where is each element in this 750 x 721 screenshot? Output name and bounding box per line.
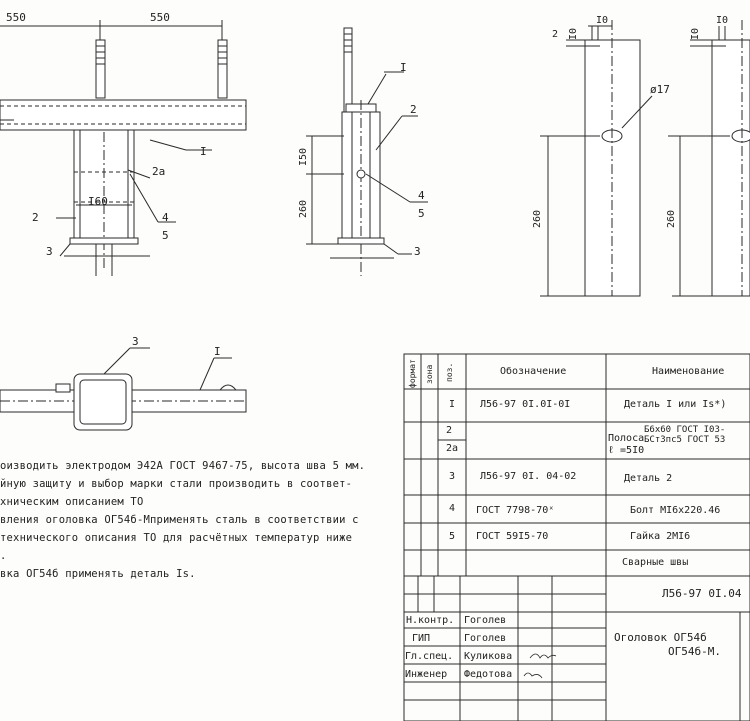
plan-view <box>0 347 247 431</box>
side-callout-5: 5 <box>418 207 425 220</box>
dim-550-right: 550 <box>150 11 170 24</box>
header-pos: поз. <box>445 362 454 382</box>
title-line-1: Оголовок ОГ54б <box>614 631 707 644</box>
header-zone: зона <box>425 364 434 384</box>
side-callout-2: 2 <box>410 103 417 116</box>
row-3-designation: Л56-97 0I. 04-02 <box>480 471 577 482</box>
row-5-name: Гайка 2МI6 <box>630 531 691 542</box>
row-2-name-len: ℓ =5I0 <box>608 445 645 456</box>
role-norm-control: Н.контр. <box>406 615 455 626</box>
detail-callout-2: 2 <box>552 29 559 40</box>
row-6-name: Сварные швы <box>622 557 689 568</box>
role-chief-spec: Гл.спец. <box>405 651 454 662</box>
header-name: Наименование <box>652 366 725 377</box>
doc-code: Л56-97 0I.04 <box>662 587 742 600</box>
side-view <box>306 27 428 276</box>
note-line: вка ОГ54б применять деталь Is. <box>0 568 196 580</box>
header-format: формат <box>408 359 417 388</box>
side-callout-4: 4 <box>418 189 425 202</box>
row-2-name-top: Полоса <box>608 433 645 444</box>
note-line: технического описания ТО для расчётных т… <box>0 532 353 544</box>
row-3-pos: 3 <box>449 471 456 482</box>
row-2-name-frac1: Б6х60 ГОСТ I03- <box>644 425 726 435</box>
row-1-pos: I <box>449 399 456 410</box>
row-2-name-frac2: БСт3пс5 ГОСТ 53 <box>644 435 726 445</box>
front-view <box>0 20 247 276</box>
name-chief-spec: Куликова <box>464 651 513 662</box>
note-line: хническим описанием ТО <box>0 496 144 508</box>
callout-3: 3 <box>46 245 53 258</box>
callout-2: 2 <box>32 211 39 224</box>
side-dim-150: I50 <box>298 147 309 166</box>
plan-callout-3: 3 <box>132 335 139 348</box>
detail-dim-260-b: 260 <box>666 209 677 228</box>
role-gip: ГИП <box>412 633 431 644</box>
callout-I: I <box>200 145 207 158</box>
detail-dim-10-b: I0 <box>568 27 579 40</box>
row-5-designation: ГОСТ 59I5-70 <box>476 531 549 542</box>
detail-dim-260-a: 260 <box>532 209 543 228</box>
detail-dim-10-c: I0 <box>716 15 729 26</box>
name-gip: Гоголев <box>464 633 507 644</box>
side-callout-3: 3 <box>414 245 421 258</box>
title-line-2: ОГ54б-М. <box>668 645 721 658</box>
row-2-pos2: 2a <box>446 443 459 454</box>
detail-dim-10-d: I0 <box>690 27 701 40</box>
detail-views <box>540 20 750 297</box>
row-4-pos: 4 <box>449 503 456 514</box>
name-norm-control: Гоголев <box>464 615 507 626</box>
side-callout-I: I <box>400 61 407 74</box>
callout-2a: 2a <box>152 165 166 178</box>
note-line: оизводить электродом Э42А ГОСТ 9467-75, … <box>0 460 366 472</box>
title-block-grid <box>403 575 750 721</box>
row-2-pos: 2 <box>446 425 453 436</box>
name-engineer: Федотова <box>464 669 513 680</box>
row-1-designation: Л56-97 0I.0I-0I <box>480 399 571 410</box>
dim-550-left: 550 <box>6 11 26 24</box>
note-line: йную защиту и выбор марки стали производ… <box>0 478 353 490</box>
dim-160: I60 <box>88 195 108 208</box>
row-5-pos: 5 <box>449 531 456 542</box>
spec-table-grid <box>403 353 750 577</box>
row-4-name: Болт МI6х220.46 <box>630 505 721 516</box>
role-engineer: Инженер <box>405 669 448 680</box>
side-dim-260: 260 <box>298 199 309 218</box>
row-1-name: Деталь I или Is*) <box>624 399 727 410</box>
row-4-designation: ГОСТ 7798-70ˣ <box>476 505 555 516</box>
plan-callout-I: I <box>214 345 221 358</box>
callout-4: 4 <box>162 211 169 224</box>
row-3-name: Деталь 2 <box>624 473 673 484</box>
detail-dim-10-a: I0 <box>596 15 609 26</box>
header-designation: Обозначение <box>500 366 567 377</box>
callout-5: 5 <box>162 229 169 242</box>
note-line: . <box>0 550 7 562</box>
hole-diameter: ø17 <box>650 83 670 96</box>
note-line: вления оголовка ОГ54б-Мприменять сталь в… <box>0 514 359 526</box>
